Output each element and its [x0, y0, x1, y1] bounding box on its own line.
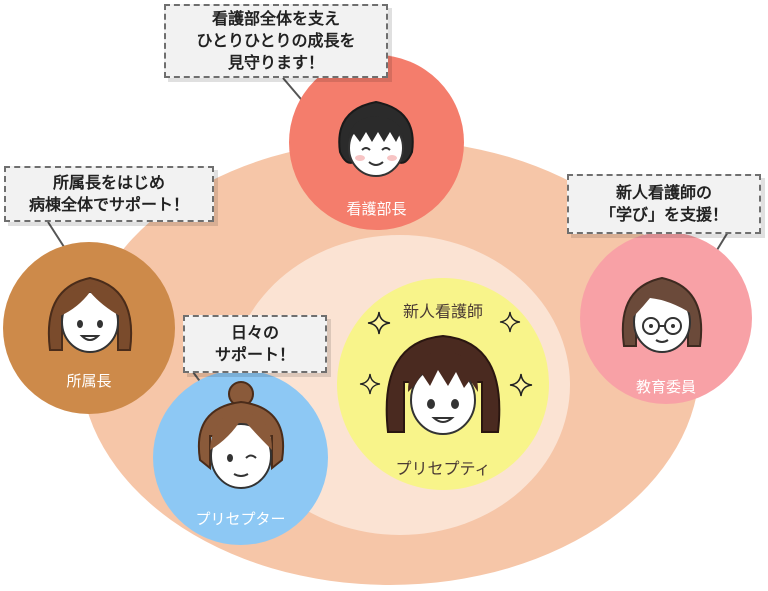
new-nurse-label: 新人看護師: [402, 302, 483, 321]
unit-head-face-icon: [47, 276, 133, 353]
preceptee-label: プリセプティ: [395, 459, 491, 478]
preceptee-face-icon: [385, 334, 501, 435]
preceptor-label: プリセプター: [195, 510, 286, 528]
sparkle-icon: [367, 311, 391, 335]
sparkle-icon: [359, 373, 381, 395]
preceptor-speech-bubble: 日々の サポート！: [183, 315, 327, 373]
education-committee-label: 教育委員: [635, 378, 696, 396]
unit-head-label: 所属長: [66, 372, 112, 390]
education-committee-face-icon: [621, 276, 703, 353]
unit-head-speech-bubble: 所属長をはじめ 病棟全体でサポート！: [4, 166, 214, 222]
education-speech-bubble: 新人看護師の 「学び」を支援！: [567, 174, 761, 234]
sparkle-icon: [499, 311, 521, 333]
nursing-director-label: 看護部長: [346, 200, 407, 218]
sparkle-icon: [509, 373, 533, 397]
preceptor-face-icon: [197, 381, 285, 489]
nursing-director-face-icon: [338, 100, 414, 177]
director-speech-bubble: 看護部全体を支え ひとりひとりの成長を 見守ります！: [164, 4, 388, 78]
